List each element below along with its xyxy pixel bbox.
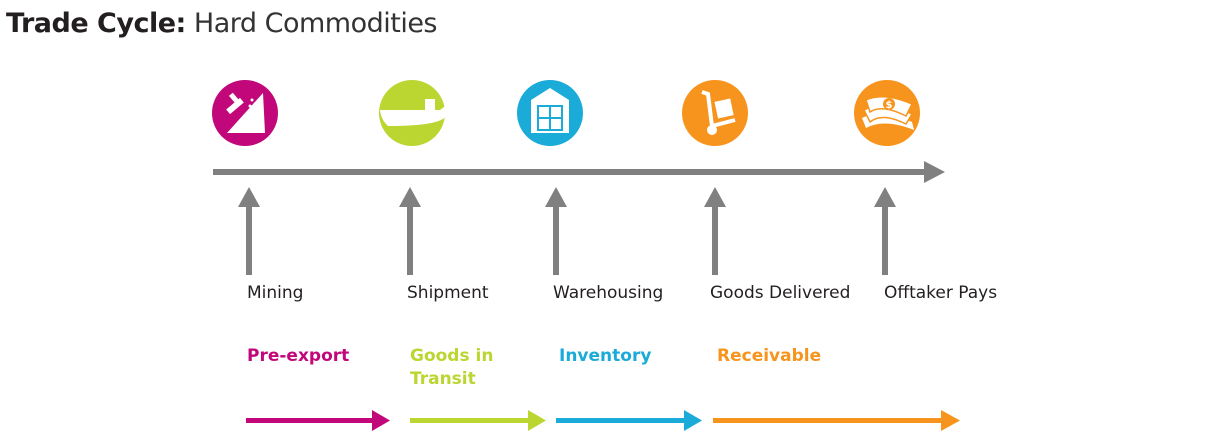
- up-arrow: [399, 187, 421, 275]
- up-arrow: [238, 187, 260, 275]
- financing-inventory: Inventory: [559, 345, 651, 368]
- svg-text:$: $: [886, 100, 893, 111]
- financing-label: Receivable: [717, 346, 822, 366]
- stage-label-goods-delivered: Goods Delivered: [710, 283, 851, 303]
- financing-pre-export: Pre-export: [247, 345, 349, 368]
- financing-goods-in-transit: Goods in Transit: [410, 345, 493, 391]
- title-bold: Trade Cycle:: [6, 8, 186, 39]
- up-arrow: [874, 187, 896, 275]
- stage-label-warehousing: Warehousing: [553, 283, 664, 303]
- stage-arrows: [238, 187, 896, 275]
- money-icon: $: [854, 80, 920, 146]
- inventory-arrow: [556, 410, 702, 431]
- receivable-arrow: [713, 410, 960, 431]
- title-light: Hard Commodities: [193, 8, 438, 39]
- pre-export-arrow: [246, 410, 390, 431]
- hand-truck-icon: [682, 80, 748, 146]
- ship-icon: [379, 80, 448, 146]
- financing-label: Pre-export: [247, 346, 350, 366]
- financing-label: Inventory: [559, 346, 652, 366]
- stage-label-offtaker-pays: Offtaker Pays: [884, 283, 998, 303]
- financing-receivable: Receivable: [717, 345, 821, 368]
- stage-label-shipment: Shipment: [407, 283, 489, 303]
- warehouse-icon: [517, 80, 583, 146]
- timeline-arrow: [213, 161, 945, 183]
- stage-label-mining: Mining: [247, 283, 304, 303]
- up-arrow: [545, 187, 567, 275]
- page-title: Trade Cycle: Hard Commodities: [6, 8, 438, 39]
- financing-label-line2: Transit: [410, 369, 476, 389]
- goods-in-transit-arrow: [410, 410, 546, 431]
- mining-icon: [212, 80, 278, 146]
- up-arrow: [704, 187, 726, 275]
- financing-label: Goods in: [410, 346, 494, 366]
